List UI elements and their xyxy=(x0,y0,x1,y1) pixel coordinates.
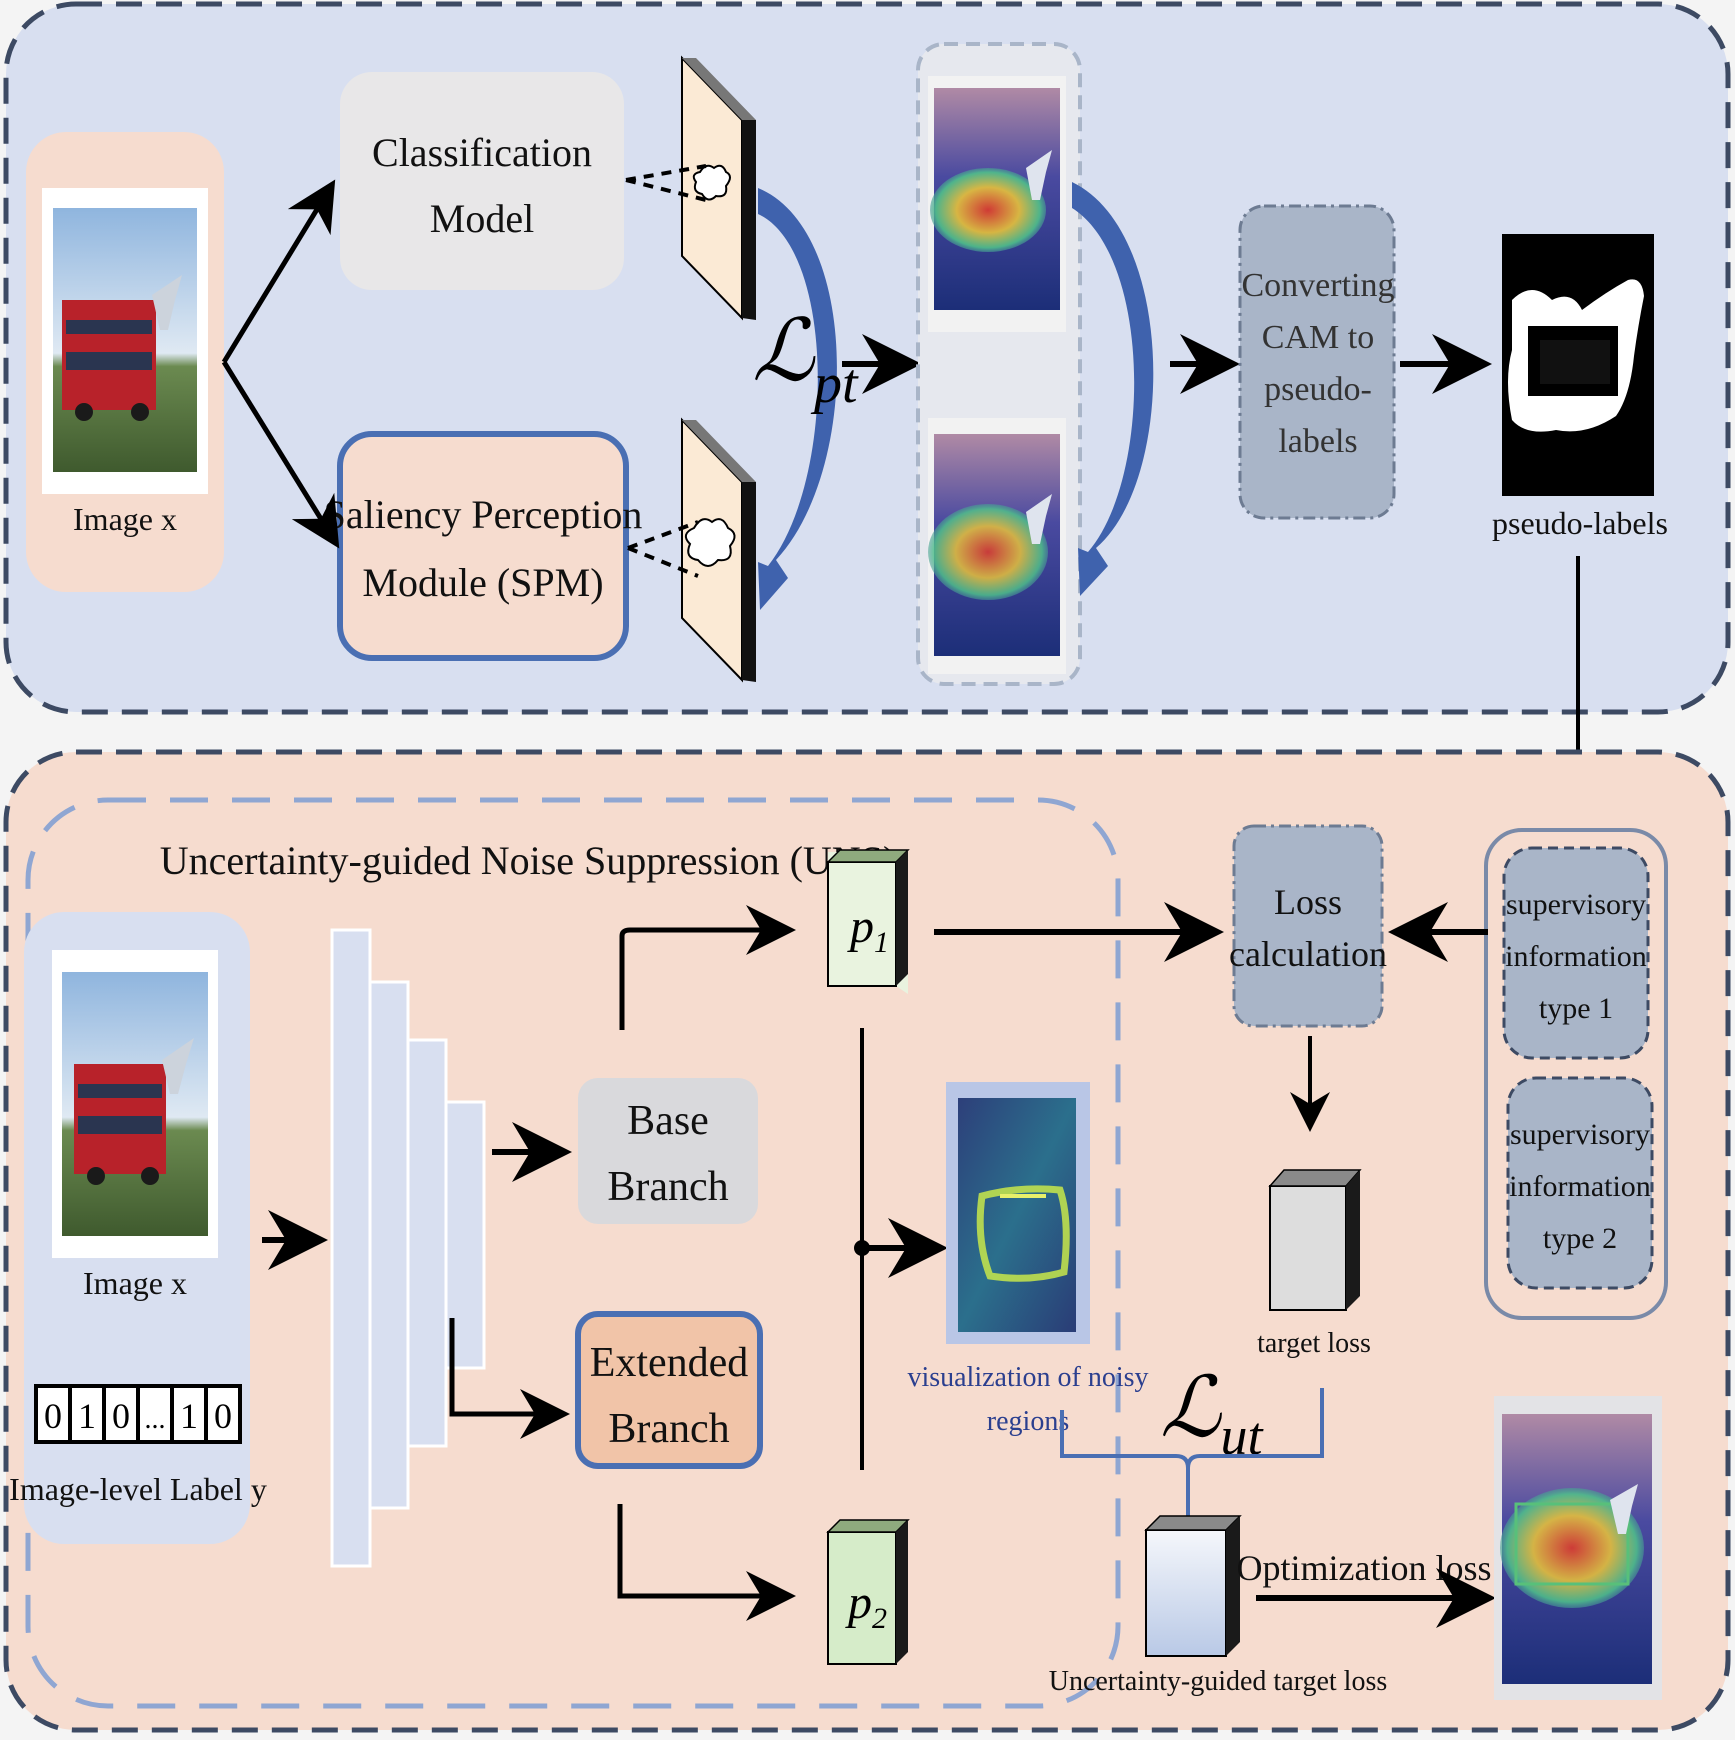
bottom-image-card: Image x xyxy=(24,912,250,1544)
p2-label: p2 xyxy=(845,1576,887,1635)
uns-title: Uncertainty-guided Noise Suppression (UN… xyxy=(160,838,897,883)
converting-line4: labels xyxy=(1278,423,1357,460)
converting-cam-box: Converting CAM to pseudo- labels xyxy=(1238,204,1396,520)
feature-plate-top xyxy=(681,55,756,321)
label-caption: Image-level Label y xyxy=(9,1471,267,1507)
top-image-card: Image x xyxy=(26,132,224,592)
label-bit-2: 0 xyxy=(112,1396,130,1436)
p2-cube: p2 xyxy=(826,1519,910,1665)
spm-line1: Saliency Perception xyxy=(324,492,643,537)
spm-box: Saliency Perception Module (SPM) xyxy=(324,431,643,661)
loss-calculation-box: Loss calculation xyxy=(1229,824,1387,1028)
loss-pt-label: ℒpt xyxy=(752,303,859,415)
label-bit-0: 0 xyxy=(44,1396,62,1436)
loss-calc-line2: calculation xyxy=(1229,934,1387,974)
label-vector: 0 1 0 ... 1 0 xyxy=(34,1384,242,1444)
arrow-base-to-p1 xyxy=(619,905,796,1030)
sup1-line3: type 1 xyxy=(1539,992,1613,1025)
base-branch-line1: Base xyxy=(627,1098,709,1144)
uncertainty-loss-caption: Uncertainty-guided target loss xyxy=(1049,1666,1388,1697)
converting-line3: pseudo- xyxy=(1264,371,1372,408)
p2-sub: 2 xyxy=(872,1602,887,1635)
p2-letter: p xyxy=(845,1576,872,1629)
extended-branch-box: Extended Branch xyxy=(575,1311,763,1469)
target-loss-caption: target loss xyxy=(1257,1328,1371,1359)
dashed-projection-lines xyxy=(625,164,707,578)
supervisory-container: supervisory information type 1 superviso… xyxy=(1484,828,1668,1320)
sup2-line1: supervisory xyxy=(1510,1118,1650,1151)
split-arrows xyxy=(221,179,340,549)
bottom-image-label: Image x xyxy=(83,1265,187,1301)
loss-pt-symbol: ℒ xyxy=(752,303,816,399)
base-branch-box: Base Branch xyxy=(578,1078,758,1224)
sup2-line2: information xyxy=(1509,1170,1651,1203)
top-panel xyxy=(3,1,1731,715)
classification-model-line2: Model xyxy=(430,196,534,241)
p1-letter: p xyxy=(847,900,874,953)
final-cam-image xyxy=(1494,1396,1662,1700)
classification-model-box: Classification Model xyxy=(340,72,624,290)
feature-plate-bottom xyxy=(681,417,756,683)
uncertainty-loss-cube xyxy=(1144,1515,1242,1657)
extended-branch-line1: Extended xyxy=(590,1340,749,1386)
label-bit-3: ... xyxy=(145,1404,166,1435)
pseudo-labels-caption: pseudo-labels xyxy=(1492,505,1668,541)
loss-pt-arrow xyxy=(758,188,837,610)
label-bit-4: 1 xyxy=(180,1396,198,1436)
sup1-line1: supervisory xyxy=(1506,888,1646,921)
noisy-caption-line1: visualization of noisy xyxy=(907,1362,1148,1393)
top-image-label: Image x xyxy=(73,501,177,537)
converting-line2: CAM to xyxy=(1262,319,1374,356)
cam-stack xyxy=(916,42,1082,686)
loss-ut-symbol: ℒ xyxy=(1160,1362,1222,1455)
loss-ut-bracket xyxy=(1060,1388,1324,1520)
base-branch-line2: Branch xyxy=(607,1164,728,1210)
label-bit-5: 0 xyxy=(214,1396,232,1436)
cam-refine-arrow xyxy=(1072,182,1154,596)
arrow-to-extended xyxy=(449,1318,570,1439)
p1-sub: 1 xyxy=(874,926,889,959)
pseudo-label-image xyxy=(1502,234,1654,496)
loss-calc-line1: Loss xyxy=(1274,882,1342,922)
spm-line2: Module (SPM) xyxy=(362,560,603,605)
sup2-line3: type 2 xyxy=(1543,1222,1617,1255)
noisy-regions-image xyxy=(946,1082,1090,1344)
extended-branch-line2: Branch xyxy=(608,1406,729,1452)
sup1-line2: information xyxy=(1505,940,1647,973)
classification-model-line1: Classification xyxy=(372,130,592,175)
p1-cube: p1 xyxy=(826,849,910,994)
label-bit-1: 1 xyxy=(78,1396,96,1436)
converting-line1: Converting xyxy=(1242,267,1395,304)
p1-label: p1 xyxy=(847,900,889,959)
noisy-caption-line2: regions xyxy=(987,1406,1069,1437)
target-loss-cube xyxy=(1268,1169,1362,1311)
arrow-extended-to-p2 xyxy=(617,1504,796,1621)
optimization-loss-label: Optimization loss xyxy=(1237,1548,1492,1588)
